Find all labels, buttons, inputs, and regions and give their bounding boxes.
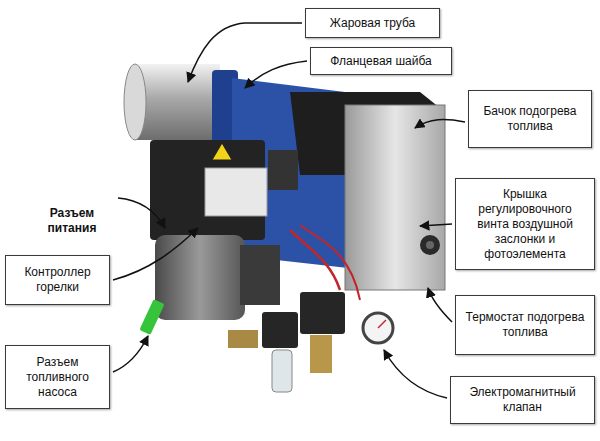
callout-text: Крышка регулировочного винта воздушной з… xyxy=(462,187,588,262)
leader-line xyxy=(245,61,307,88)
callout-text-group: Разъем топливного насоса xyxy=(12,355,103,400)
callout-text: Разъем топливного насоса xyxy=(12,355,103,400)
thermostat-knob-center xyxy=(426,241,434,249)
callout-box: Бачок подогрева топлива xyxy=(468,90,592,148)
callout-box: Крышка регулировочного винта воздушной з… xyxy=(455,178,595,270)
callout-box: Термостат подогрева топлива xyxy=(455,295,595,355)
heating-tank xyxy=(345,105,445,290)
callout-text: Бачок подогрева топлива xyxy=(475,104,585,134)
leader-line xyxy=(113,228,198,280)
leader-line xyxy=(420,224,452,226)
gauge-needle xyxy=(378,320,386,328)
solenoid-valve xyxy=(262,312,298,348)
callout-text-group: Термостат подогрева топлива xyxy=(462,310,588,340)
pump xyxy=(240,245,280,305)
wire xyxy=(300,225,360,300)
leader-line xyxy=(415,120,465,128)
callout-text-group: Жаровая труба xyxy=(330,16,415,31)
callout-text: Фланцевая шайба xyxy=(330,54,431,69)
pressure-gauge xyxy=(363,313,393,343)
leader-line xyxy=(384,350,447,398)
callout-text-group: Крышка регулировочного винта воздушной з… xyxy=(462,187,588,262)
motor xyxy=(155,235,245,320)
relay xyxy=(205,168,267,216)
wire xyxy=(290,230,340,290)
callout-text: Контроллер горелки xyxy=(12,265,103,295)
leader-line xyxy=(118,198,165,228)
sight-glass xyxy=(272,350,292,392)
callout-box: Разъем топливного насоса xyxy=(5,345,110,409)
flame-tube xyxy=(135,64,220,140)
pump-connector xyxy=(139,299,164,335)
callout-box: Жаровая труба xyxy=(305,8,440,38)
photocell-housing xyxy=(268,150,298,190)
leader-line xyxy=(428,288,452,322)
brass-fitting xyxy=(310,335,332,373)
thermostat-knob xyxy=(420,235,440,255)
callout-text-group: Фланцевая шайба xyxy=(330,54,431,69)
warning-sign xyxy=(212,143,232,160)
brass-fitting xyxy=(228,330,258,348)
tube-end xyxy=(124,64,146,140)
callout-text: Электромагнитный клапан xyxy=(457,385,588,415)
callout-text: Термостат подогрева топлива xyxy=(462,310,588,340)
callout-text-group: Контроллер горелки xyxy=(12,265,103,295)
callout-box: Фланцевая шайба xyxy=(310,47,452,75)
callout-box: Контроллер горелки xyxy=(5,255,110,305)
callout-text: Жаровая труба xyxy=(330,16,415,31)
callout-text-group: Бачок подогрева топлива xyxy=(475,104,585,134)
part-label: Разъем питания xyxy=(25,205,119,237)
callout-text-group: Электромагнитный клапан xyxy=(457,385,588,415)
leader-line xyxy=(188,23,302,82)
solenoid-valve xyxy=(300,292,345,334)
leader-line xyxy=(113,336,148,372)
callout-box: Электромагнитный клапан xyxy=(450,376,595,424)
